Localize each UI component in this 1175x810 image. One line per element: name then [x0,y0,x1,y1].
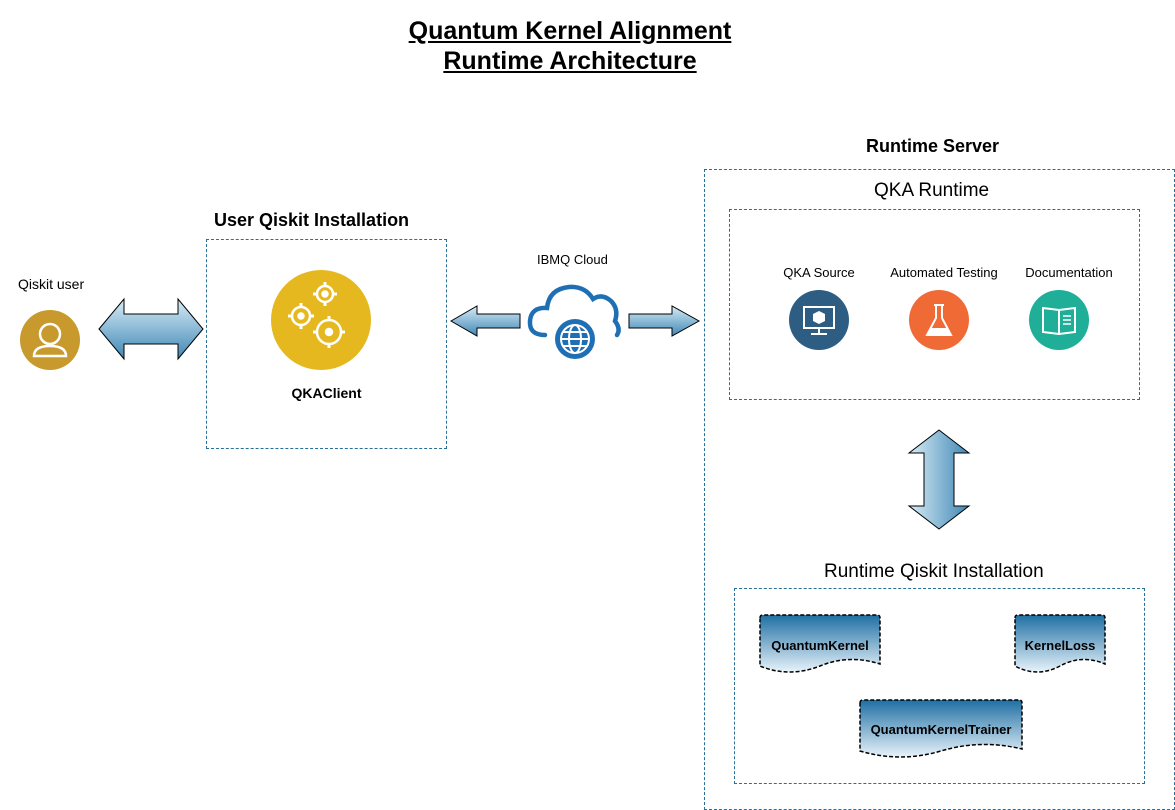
client-box-heading: User Qiskit Installation [214,210,410,230]
runtime-item-label-docs: Documentation [1025,265,1113,280]
cloud-to-server-arrow [628,305,701,337]
user-icon [20,310,80,370]
qka-runtime-box [729,209,1140,400]
diagram-title-line-1: Quantum Kernel Alignment [408,17,732,45]
qka-runtime-heading: QKA Runtime [874,180,990,201]
module-kernelloss: KernelLoss [1014,614,1106,676]
flask-icon [909,290,969,350]
installation-box [734,588,1145,784]
module-label-quantumkerneltrainer: QuantumKernelTrainer [870,722,1012,737]
client-box: QKAClient [206,239,447,449]
runtime-item-label-testing: Automated Testing [890,265,998,280]
server-heading: Runtime Server [866,136,1000,156]
user-client-arrow [98,297,204,361]
installation-heading: Runtime Qiskit Installation [824,561,1044,582]
monitor-cube-icon [789,290,849,350]
runtime-installation-arrow [907,429,971,530]
cloud-globe-icon [527,284,621,359]
book-icon [1029,290,1089,350]
module-label-kernelloss: KernelLoss [1024,638,1096,653]
gears-icon [271,270,371,370]
module-quantumkernel: QuantumKernel [759,614,881,676]
module-label-quantumkernel: QuantumKernel [771,638,869,653]
module-quantumkerneltrainer: QuantumKernelTrainer [859,699,1023,761]
runtime-item-label-source: QKA Source [783,265,855,280]
user-label: Qiskit user [18,276,85,292]
diagram-title-line-2: Runtime Architecture [443,47,697,75]
client-component-label: QKAClient [291,385,362,401]
cloud-to-client-arrow [449,305,521,337]
cloud-label: IBMQ Cloud [537,252,608,267]
